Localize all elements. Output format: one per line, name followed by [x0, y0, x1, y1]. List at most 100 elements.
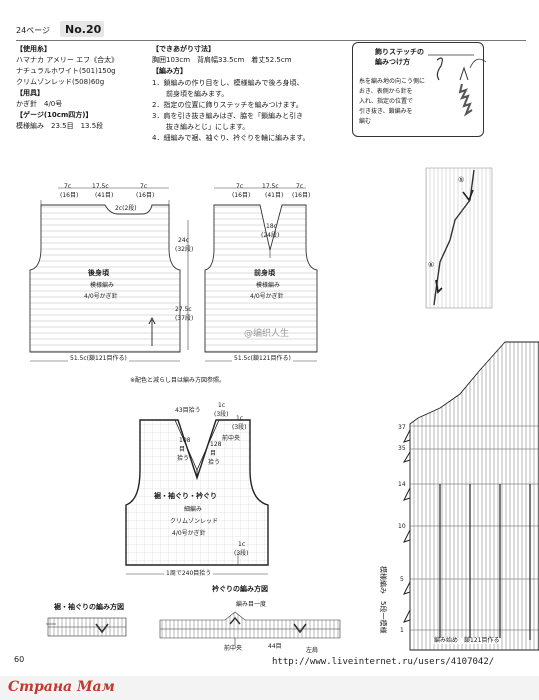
yarn-color-1: ナチュラルホワイト(501)150g — [16, 67, 116, 75]
dim-label: 7c — [64, 183, 72, 190]
watermark-site[interactable]: Страна Мам — [8, 679, 115, 695]
front-body-shape — [204, 204, 318, 353]
stitch-box-desc: 糸を編み地の向こう側に — [359, 78, 426, 85]
back-body-pattern: 模様編み — [90, 282, 115, 289]
method-heading: 【編み方】 — [152, 67, 187, 75]
gauge-text: 模様編み 23.5目 13.5段 — [16, 122, 104, 130]
edging-top-rows: (3段) — [214, 411, 229, 418]
front-body-bottom: 51.5c(鎖121目作る) — [232, 355, 293, 362]
dim-label: 7c — [236, 183, 244, 190]
back-side-bottom-rows: (37段) — [175, 315, 194, 322]
hem-diagram-graphic — [46, 617, 127, 637]
page-label: 24ページ — [16, 26, 51, 35]
watermark-bar — [0, 676, 539, 700]
dim-label: (16目) — [136, 192, 155, 199]
front-body-hook: 4/0号かぎ針 — [250, 293, 284, 300]
edging-hook: 4/0号かぎ針 — [172, 530, 206, 537]
header-rule — [16, 40, 526, 41]
size-text: 胸囲103cm 背肩幅33.5cm 着丈52.5cm — [152, 56, 292, 64]
back-side-top: 24c — [178, 237, 189, 244]
chart-row-37: 37 — [398, 424, 406, 431]
yarn-name: ハマナカ アメリー エフ《合太》 — [16, 56, 119, 64]
neck-diagram-title: 衿ぐりの編み方図 — [212, 585, 268, 593]
back-side-top-rows: (32段) — [175, 246, 194, 253]
dim-label: 7c — [140, 183, 148, 190]
dim-label: 7c — [296, 183, 304, 190]
dim-label: (16目) — [232, 192, 251, 199]
yarn-color-2: クリムゾンレッド(508)60g — [16, 78, 105, 86]
chart-row-1: 1 — [400, 627, 404, 634]
edging-bottom-rows: (3段) — [234, 550, 249, 557]
edging-pattern: 細編み — [184, 506, 203, 513]
number-tag: No.20 — [60, 21, 104, 37]
chart-row-35: 35 — [398, 445, 406, 452]
dim-label: (41目) — [95, 192, 114, 199]
edging-vest-shape — [125, 419, 269, 566]
step-line: 前身頃を編みます。 — [152, 90, 229, 98]
front-body-pattern: 模様編み — [256, 282, 281, 289]
chart-row-10: 10 — [398, 523, 406, 530]
stitch-box-title-2: 編みつけ方 — [375, 58, 410, 66]
dim-label: 17.5c — [262, 183, 279, 190]
step-line: 3．肩を引き抜き編みはぎ、脇を「鎖編みと引き — [152, 112, 304, 120]
step-line: 抜き編みとじ」にします。 — [152, 123, 250, 131]
front-body-title: 前身頃 — [254, 269, 275, 277]
chart-row-5: 5 — [400, 576, 404, 583]
stitch-box-title: 飾りステッチの — [375, 48, 424, 56]
front-neck-rows: (24段) — [261, 232, 280, 239]
edging-center-front: 前中央 — [222, 435, 241, 442]
yarn-heading: 【使用糸】 — [16, 45, 51, 53]
edging-top-pick: 43目拾う — [175, 407, 201, 414]
dim-label: (16目) — [292, 192, 311, 199]
edging-side-pick2: 拾う — [208, 459, 221, 466]
edging-title: 裾・袖ぐり・衿ぐり — [154, 492, 217, 500]
chart-bottom-label: 編み始め 鎖121目作る — [432, 637, 502, 644]
back-body-hook: 4/0号かぎ針 — [84, 293, 118, 300]
edging-right-c: 1c — [236, 415, 244, 422]
edging-side-pick: 128 — [210, 441, 222, 448]
edging-bottom-c: 1c — [238, 541, 246, 548]
number-tag-text: No.20 — [65, 23, 102, 36]
hem-diagram-title: 裾・袖ぐりの編み方図 — [54, 603, 124, 611]
edging-bottom-pick: 1周で240目拾う — [164, 570, 214, 577]
dim-label: 17.5c — [92, 183, 109, 190]
watermark-center: @编织人生 — [244, 329, 290, 339]
note: ※配色と減らし目は編み方図参照。 — [130, 377, 226, 384]
neck-diagram-left: 左肩 — [306, 647, 319, 654]
edging-left-unit: 目 — [179, 446, 186, 453]
stitch-box-desc: おき、表側から針を — [359, 88, 413, 95]
neck-diagram-graphic — [159, 611, 341, 646]
chart-side-label: 模様編み 5段一模様 — [379, 566, 387, 634]
step-line: 2．指定の位置に飾りステッチを編みつけます。 — [152, 101, 303, 109]
chart-circle-5: ⑤ — [458, 176, 465, 184]
back-body-title: 後身頃 — [88, 269, 109, 277]
stitch-illustration — [428, 54, 487, 117]
tools-text: かぎ針 4/0号 — [16, 100, 63, 108]
edging-side-unit: 目 — [210, 450, 217, 457]
tools-heading: 【用具】 — [16, 89, 44, 97]
stitch-box-desc: 編む — [359, 118, 372, 125]
step-line: 1．鎖編みの作り目をし、模様編みで後ろ身頃、 — [152, 79, 304, 87]
page-number: 60 — [14, 655, 25, 664]
chart-circle-6: ⑥ — [428, 261, 435, 269]
stitch-chart — [402, 341, 539, 651]
back-body-bottom: 51.5c(鎖121目作る) — [68, 355, 129, 362]
stitch-box-desc: 入れ、指定の位置で — [359, 98, 414, 105]
back-neck-depth: 2c(2段) — [115, 205, 137, 212]
dim-label: (41目) — [265, 192, 284, 199]
edging-top-c: 1c — [218, 402, 226, 409]
stitch-box-desc: 引き抜き、鎖編みを — [359, 108, 413, 115]
edging-right-rows: (3段) — [232, 424, 247, 431]
front-neck-depth: 18c — [266, 223, 277, 230]
watermark-url[interactable]: http://www.liveinternet.ru/users/4107042… — [272, 657, 495, 667]
edging-left-pick: 108 — [179, 437, 191, 444]
gauge-heading: 【ゲージ(10cm四方)】 — [16, 111, 93, 119]
step-line: 4．細編みで裾、袖ぐり、衿ぐりを輪に編みます。 — [152, 134, 310, 142]
neck-diagram-sub: 編み目一度 — [236, 601, 267, 608]
dim-label: (16目) — [60, 192, 79, 199]
neck-diagram-center: 前中央 — [224, 645, 243, 652]
chart-row-14: 14 — [398, 481, 406, 488]
neck-diagram-count: 44目 — [268, 643, 282, 650]
edging-left-pick2: 拾う — [177, 455, 190, 462]
